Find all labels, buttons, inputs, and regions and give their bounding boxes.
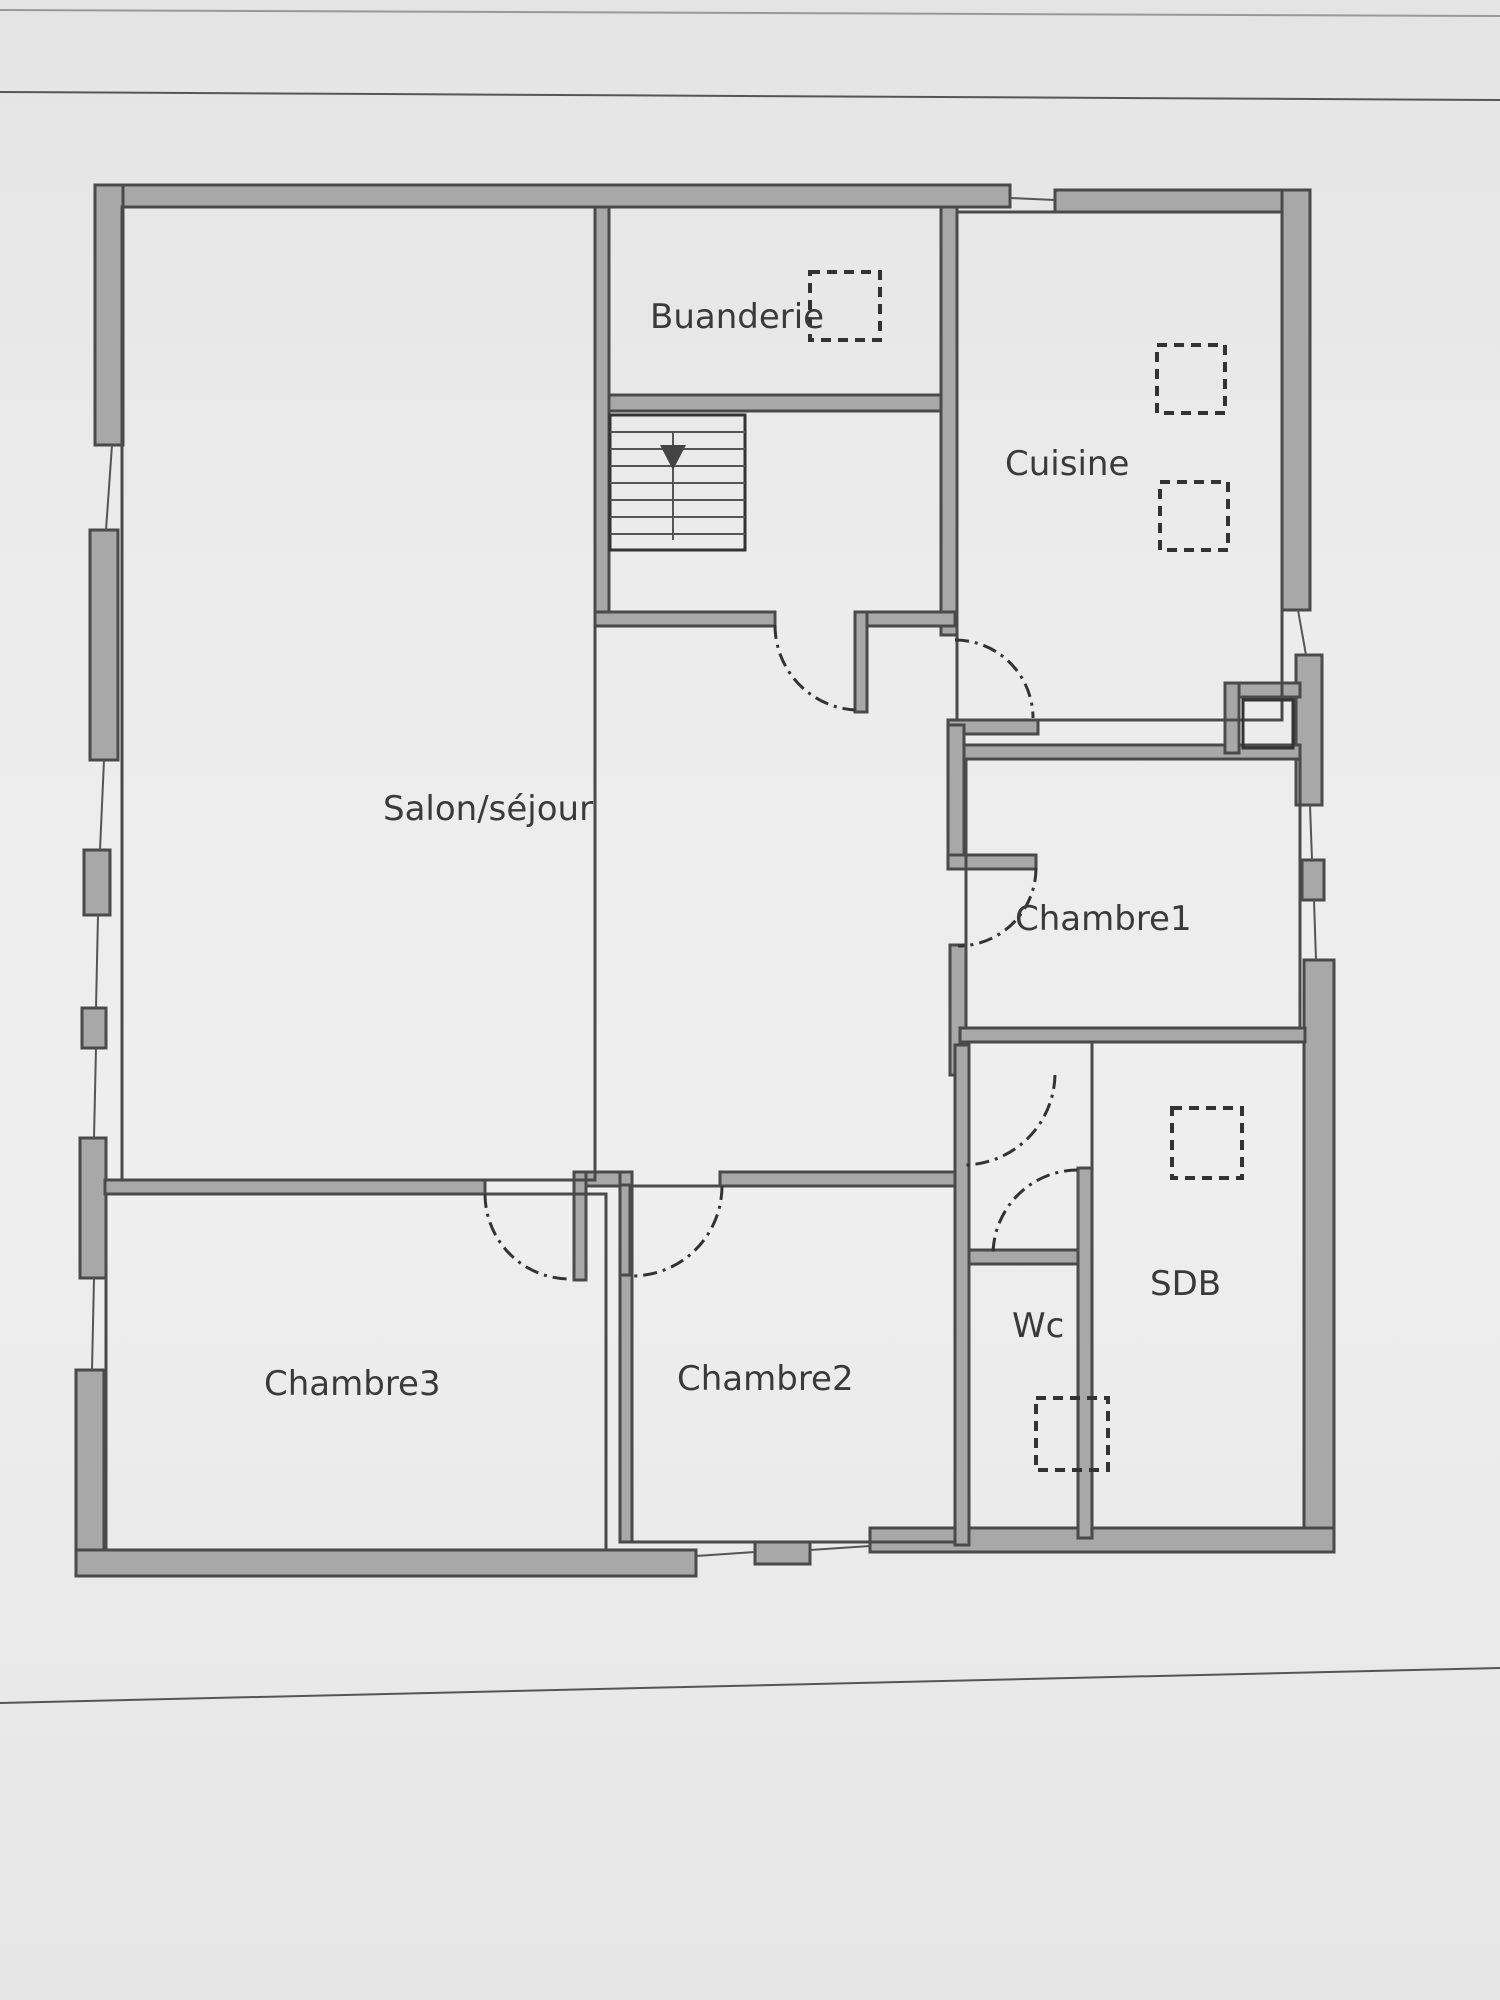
fixture-cuisine-2 bbox=[1158, 480, 1230, 552]
duct-box bbox=[1241, 698, 1295, 750]
wall-laundry-bottom bbox=[607, 393, 946, 413]
label-salon: Salon/séjour bbox=[383, 789, 593, 829]
outline-buanderie bbox=[607, 205, 943, 397]
door-stair bbox=[773, 624, 856, 712]
wall-wc-sdb-divider bbox=[1076, 1166, 1094, 1540]
label-wc: Wc bbox=[1012, 1306, 1064, 1346]
window-right-2 bbox=[1309, 804, 1313, 861]
wall-stair-left bbox=[593, 205, 611, 627]
fixture-wc bbox=[1034, 1396, 1110, 1472]
fixtures bbox=[808, 270, 1295, 1472]
page-edge-rule bbox=[0, 9, 1500, 17]
wall-salon-bottom-left bbox=[103, 1178, 487, 1196]
wall-right-1 bbox=[1280, 188, 1312, 612]
wall-top-right bbox=[1053, 188, 1312, 214]
window-left-3 bbox=[95, 914, 99, 1009]
wall-bottom-left bbox=[74, 1548, 698, 1578]
window-left-5 bbox=[91, 1277, 95, 1371]
fixture-sdb bbox=[1170, 1106, 1244, 1180]
wall-ch1-left-1 bbox=[946, 723, 966, 862]
outline-chambre1 bbox=[964, 757, 1302, 1030]
wall-bath-left bbox=[953, 1043, 971, 1547]
outline-cuisine bbox=[955, 210, 1284, 722]
window-left-4 bbox=[93, 1047, 97, 1139]
wall-bottom-right bbox=[868, 1526, 1336, 1554]
wall-duct-side bbox=[1223, 681, 1241, 755]
label-sdb: SDB bbox=[1150, 1264, 1221, 1304]
label-chambre3: Chambre3 bbox=[264, 1364, 441, 1404]
door-cuisine bbox=[954, 638, 1035, 719]
fixture-buanderie bbox=[808, 270, 882, 342]
inner-outlines bbox=[104, 205, 1306, 1552]
door-sdb bbox=[964, 1074, 1057, 1167]
wall-ch2-jamb bbox=[618, 1183, 632, 1277]
wall-bottom-mid bbox=[753, 1540, 812, 1566]
label-chambre2: Chambre2 bbox=[677, 1359, 854, 1399]
outline-salon bbox=[120, 205, 597, 1182]
door-swings bbox=[483, 624, 1079, 1281]
fixture-cuisine-1 bbox=[1155, 343, 1227, 415]
door-chambre2 bbox=[631, 1185, 724, 1278]
window-bottom-1 bbox=[695, 1551, 756, 1557]
window-bottom-2 bbox=[809, 1545, 871, 1551]
label-cuisine: Cuisine bbox=[1005, 444, 1129, 484]
wall-stair-right bbox=[939, 205, 959, 637]
exterior-walls bbox=[74, 183, 1336, 1578]
door-chambre3 bbox=[483, 1193, 571, 1281]
wall-ch1-bottom bbox=[958, 1026, 1307, 1044]
wall-left-6 bbox=[74, 1368, 106, 1577]
wall-left-1 bbox=[93, 183, 125, 447]
staircase bbox=[608, 413, 747, 552]
window-top bbox=[1009, 197, 1056, 201]
label-buanderie: Buanderie bbox=[650, 297, 824, 337]
wall-left-4 bbox=[80, 1006, 108, 1050]
window-right-1 bbox=[1297, 609, 1307, 656]
wall-ch1-stub bbox=[946, 853, 1038, 871]
label-chambre1: Chambre1 bbox=[1015, 899, 1192, 939]
outline-chambre3 bbox=[104, 1192, 608, 1552]
door-chambre1 bbox=[957, 867, 1038, 948]
wall-stair-jamb bbox=[853, 610, 869, 714]
wall-right-4 bbox=[1302, 958, 1336, 1552]
outline-sdb bbox=[1090, 1040, 1306, 1530]
wall-top-left bbox=[93, 183, 1012, 209]
window-right-3 bbox=[1313, 899, 1317, 961]
wall-left-5 bbox=[78, 1136, 108, 1280]
window-left-1 bbox=[105, 444, 113, 531]
room-labels: Buanderie Cuisine Salon/séjour Chambre1 … bbox=[264, 297, 1221, 1404]
outline-chambre2 bbox=[630, 1184, 957, 1544]
window-left-2 bbox=[99, 759, 105, 851]
wall-left-2 bbox=[88, 528, 120, 762]
wall-right-3 bbox=[1300, 858, 1326, 902]
top-rule bbox=[0, 91, 1500, 101]
wall-wc-top bbox=[967, 1248, 1081, 1266]
stair-arrow-icon bbox=[660, 445, 686, 470]
wall-stair-bottom-left bbox=[593, 610, 777, 628]
bottom-rule bbox=[0, 1667, 1500, 1704]
wall-stair-bottom-right bbox=[853, 610, 957, 628]
interior-walls bbox=[103, 205, 1307, 1547]
wall-salon-bottom-right bbox=[718, 1170, 960, 1188]
wall-salon-jamb-left bbox=[572, 1170, 588, 1282]
wall-left-3 bbox=[82, 848, 112, 917]
door-wc bbox=[991, 1168, 1079, 1256]
